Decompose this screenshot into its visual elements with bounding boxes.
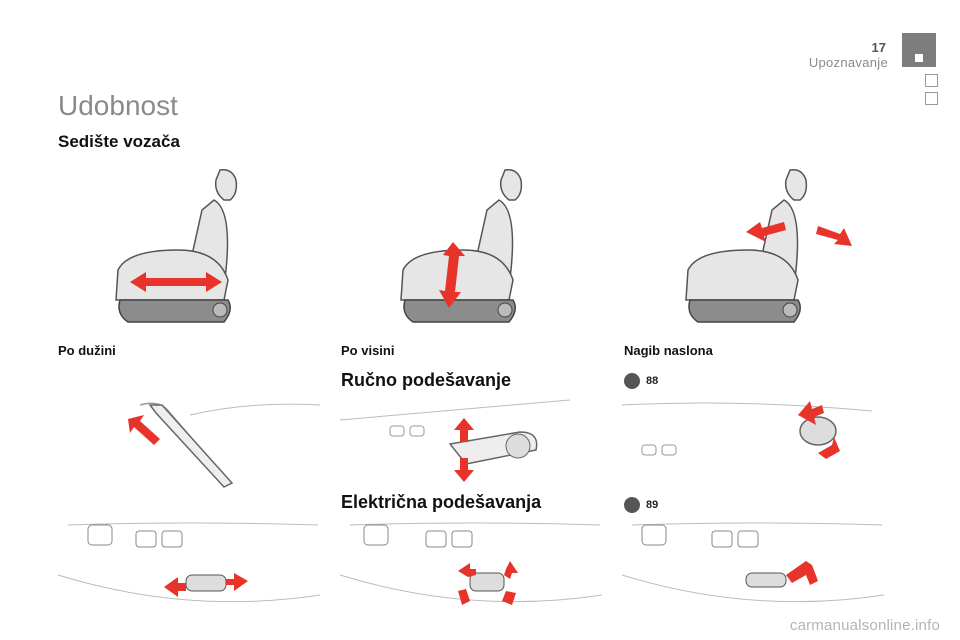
electric-page-ref[interactable]: 89 [624,497,658,513]
arrow-down-left-icon [458,589,470,605]
seat-icon [685,168,808,323]
arrow-up-left-icon [458,563,476,577]
page-number: 17 [871,40,886,55]
page-link-icon [624,497,640,513]
arrow-rotate-down-icon [818,437,840,459]
manual-lever-length-illustration [128,402,321,488]
seat-illustration-height [400,168,523,323]
section-tab-active[interactable] [902,33,936,67]
seat-label-height: Po visini [341,343,395,358]
tab-marker-icon [915,54,923,62]
arrow-tilt-icon [786,561,818,585]
manual-knob-recline-illustration [621,401,873,459]
page-subtitle: Sedište vozača [58,132,180,151]
electric-switch-recline-illustration [621,522,885,603]
section-tab-box[interactable] [925,92,938,105]
electric-heading: Električna podešavanja [341,492,542,512]
seat-label-length: Po dužini [58,343,116,358]
manual-ref-number: 88 [646,375,659,387]
arrow-down-right-icon [502,591,516,605]
arrow-rotate-up-icon [798,401,824,425]
seat-label-recline: Nagib naslona [624,343,713,358]
arrow-horizontal-icon [130,272,222,292]
manual-lever-height-illustration [339,399,571,482]
footer-watermark: carmanualsonline.info [789,617,940,634]
arrow-left-icon [164,577,186,597]
section-tab-box[interactable] [925,74,938,87]
seat-illustration-recline [685,168,852,323]
electric-switch-height-illustration [339,522,603,605]
seat-icon [115,168,238,323]
arrow-curved-icon [128,415,160,445]
arrow-up-icon [454,418,474,442]
electric-ref-number: 89 [646,499,659,511]
section-name: Upoznavanje [808,55,888,70]
arrow-up-right-icon [504,561,518,579]
arrow-vertical-icon [439,242,465,308]
seat-illustration-length [115,168,238,323]
arrow-recline-right-icon [816,226,852,246]
electric-switch-length-illustration [57,522,321,603]
manual-heading: Ručno podešavanje [341,370,512,390]
page-link-icon [624,373,640,389]
seat-icon [400,168,523,323]
page-title: Udobnost [58,90,178,121]
manual-page-ref[interactable]: 88 [624,373,658,389]
arrow-right-icon [226,573,248,591]
arrow-down-icon [454,458,474,482]
arrow-recline-left-icon [746,222,786,242]
